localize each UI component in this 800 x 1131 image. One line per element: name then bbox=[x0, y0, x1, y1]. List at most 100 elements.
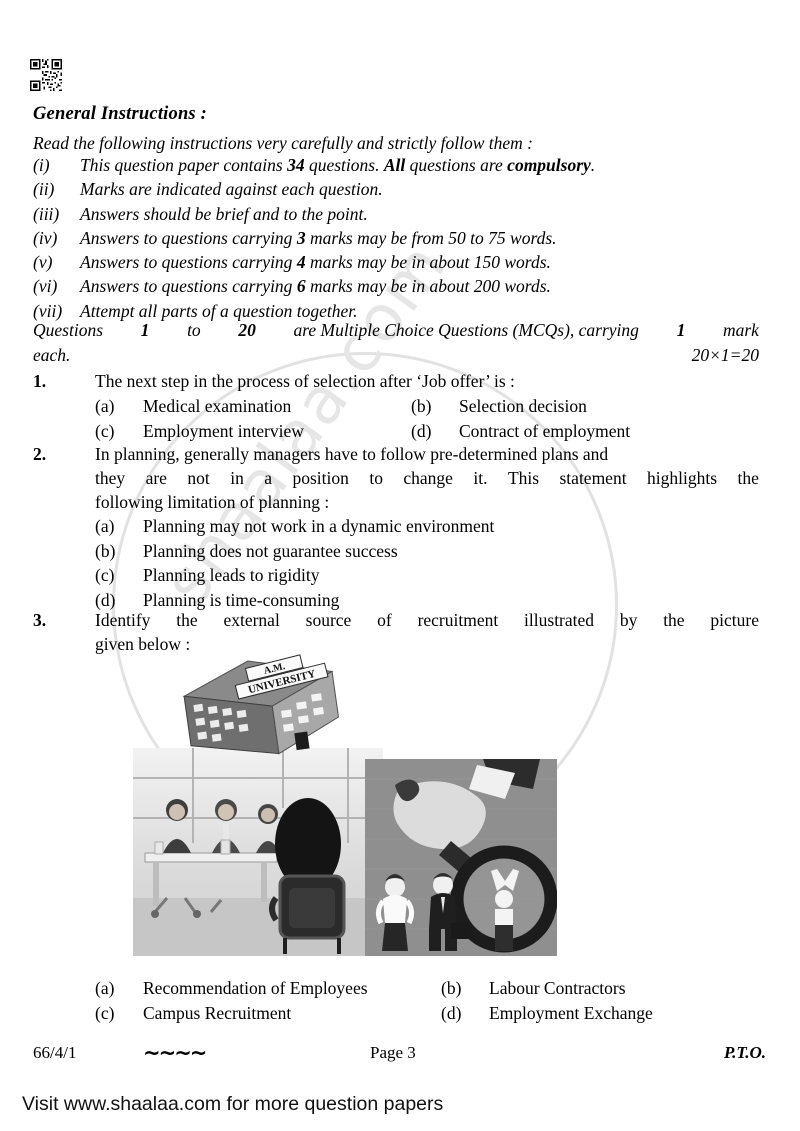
option-label: (c) bbox=[95, 420, 115, 441]
question-body: The next step in the process of selectio… bbox=[95, 369, 759, 443]
option-d[interactable]: (d) Planning is time-consuming bbox=[95, 588, 759, 613]
instruction-bold-1: 3 bbox=[296, 227, 306, 248]
instruction-item: (vi) Answers to questions carrying 6 mar… bbox=[33, 276, 768, 300]
mcq-note-line-1: Questions 1 to 20 are Multiple Choice Qu… bbox=[33, 318, 759, 343]
instructions-list: (i) This question paper contains 34 ques… bbox=[33, 155, 768, 325]
word: the bbox=[663, 610, 685, 630]
word: This bbox=[507, 468, 540, 488]
word: to bbox=[369, 468, 383, 488]
instruction-text-pre: Answers to questions carrying bbox=[80, 276, 297, 297]
instruction-number: (v) bbox=[33, 252, 53, 273]
instruction-item: (iii) Answers should be brief and to the… bbox=[33, 204, 768, 228]
option-a[interactable]: (a) Planning may not work in a dynamic e… bbox=[95, 514, 759, 539]
instruction-item: (i) This question paper contains 34 ques… bbox=[33, 155, 768, 179]
instruction-text-mid: marks may be from 50 to 75 words. bbox=[305, 227, 557, 248]
university-building-illustration: A.M. UNIVERSITY bbox=[182, 654, 340, 755]
option-label: (b) bbox=[95, 540, 116, 561]
option-c[interactable]: (c) Campus Recruitment bbox=[95, 1001, 441, 1025]
page-title: General Instructions : bbox=[33, 104, 208, 124]
word: are bbox=[145, 468, 167, 488]
instruction-item: (vii) Attempt all parts of a question to… bbox=[33, 301, 768, 325]
instruction-number: (i) bbox=[33, 155, 50, 175]
question-text-line-1: Identify the external source of recruitm… bbox=[95, 608, 759, 632]
option-row: (a) Recommendation of Employees (b) Labo… bbox=[95, 976, 759, 1001]
question-text-line-2: given below : bbox=[95, 634, 191, 654]
instruction-number: (iv) bbox=[33, 227, 58, 248]
instruction-bold-1: 6 bbox=[296, 276, 306, 297]
option-label: (c) bbox=[95, 565, 115, 585]
instruction-number: (ii) bbox=[33, 179, 55, 200]
word: statement bbox=[559, 468, 627, 488]
instruction-text-mid: marks may be in about 150 words. bbox=[305, 252, 551, 273]
instruction-item: (iv) Answers to questions carrying 3 mar… bbox=[33, 228, 768, 252]
instruction-text-mid2: questions are bbox=[405, 155, 508, 175]
option-label: (c) bbox=[95, 1002, 115, 1023]
instruction-text: Answers to questions carrying 6 marks ma… bbox=[80, 276, 768, 297]
word: by bbox=[619, 610, 638, 630]
option-d[interactable]: (d) Contract of employment bbox=[411, 419, 630, 443]
instruction-text: Answers to questions carrying 4 marks ma… bbox=[80, 252, 768, 273]
instruction-text: Answers to questions carrying 3 marks ma… bbox=[80, 228, 768, 249]
instruction-bold-3: compulsory bbox=[507, 155, 591, 175]
option-b[interactable]: (b) Selection decision bbox=[411, 394, 587, 418]
mcq-note-part3: are Multiple Choice Questions (MCQs), ca… bbox=[293, 320, 639, 340]
campus-interview-photo bbox=[133, 748, 383, 956]
option-b[interactable]: (b) Planning does not guarantee success bbox=[95, 539, 759, 564]
question-number: 2. bbox=[33, 444, 47, 464]
option-b[interactable]: (b) Labour Contractors bbox=[441, 976, 626, 1000]
question-text-line-2: they are not in a position to change it.… bbox=[95, 466, 759, 490]
option-label: (b) bbox=[441, 978, 462, 998]
word: Identify bbox=[95, 610, 151, 630]
word: external bbox=[223, 610, 280, 630]
question-number: 1. bbox=[33, 371, 47, 391]
option-text: Planning does not guarantee success bbox=[143, 540, 398, 561]
option-text: Campus Recruitment bbox=[143, 1002, 292, 1023]
option-text: Employment Exchange bbox=[489, 1002, 653, 1023]
instruction-number: (vi) bbox=[33, 276, 58, 297]
word: highlights bbox=[647, 468, 718, 488]
option-label: (d) bbox=[95, 589, 116, 610]
option-label: (b) bbox=[411, 396, 432, 416]
instruction-text-pre: Answers to questions carrying bbox=[80, 252, 297, 273]
option-label: (a) bbox=[95, 396, 115, 416]
instruction-text: This question paper contains 34 question… bbox=[80, 155, 768, 176]
mcq-note-line-2: each. 20×1=20 bbox=[33, 343, 759, 368]
question-3-options: (a) Recommendation of Employees (b) Labo… bbox=[33, 976, 759, 1025]
mcq-total-marks: 20×1=20 bbox=[691, 345, 759, 365]
word: change bbox=[403, 468, 453, 488]
instruction-text: Attempt all parts of a question together… bbox=[80, 300, 358, 321]
instruction-item: (v) Answers to questions carrying 4 mark… bbox=[33, 252, 768, 276]
mcq-note-part1: Questions bbox=[33, 320, 103, 340]
option-text: Recommendation of Employees bbox=[143, 978, 368, 998]
instruction-text: Answers should be brief and to the point… bbox=[80, 203, 368, 224]
word: the bbox=[176, 610, 198, 630]
option-a[interactable]: (a) Recommendation of Employees bbox=[95, 976, 441, 1000]
option-text: Labour Contractors bbox=[489, 978, 626, 998]
instruction-bold-1: 4 bbox=[296, 252, 306, 273]
question-text-line-3: following limitation of planning : bbox=[95, 492, 330, 512]
instruction-bold-1: 34 bbox=[287, 155, 305, 175]
option-c[interactable]: (c) Employment interview bbox=[95, 419, 411, 443]
instruction-number: (iii) bbox=[33, 203, 60, 224]
option-text: Planning may not work in a dynamic envir… bbox=[143, 516, 495, 536]
option-a[interactable]: (a) Medical examination bbox=[95, 394, 411, 418]
instruction-number: (vii) bbox=[33, 300, 63, 321]
option-text: Employment interview bbox=[143, 420, 304, 441]
word: illustrated bbox=[524, 610, 595, 630]
option-row: (a) Medical examination (b) Selection de… bbox=[95, 394, 759, 419]
word: they bbox=[95, 468, 126, 488]
qr-code-icon bbox=[30, 59, 62, 91]
option-row: (c) Employment interview (d) Contract of… bbox=[95, 419, 759, 444]
instruction-text: Marks are indicated against each questio… bbox=[80, 179, 383, 200]
option-text: Planning leads to rigidity bbox=[143, 565, 320, 585]
option-c[interactable]: (c) Planning leads to rigidity bbox=[95, 563, 759, 588]
word: the bbox=[737, 468, 759, 488]
word: it. bbox=[473, 468, 488, 488]
instruction-text-post: . bbox=[590, 155, 596, 175]
wave-ornament-icon: ~~~~ bbox=[143, 1041, 207, 1065]
option-d[interactable]: (d) Employment Exchange bbox=[441, 1001, 653, 1025]
question-body: In planning, generally managers have to … bbox=[95, 442, 759, 612]
question-text: The next step in the process of selectio… bbox=[95, 371, 515, 391]
option-text: Planning is time-consuming bbox=[143, 589, 340, 610]
